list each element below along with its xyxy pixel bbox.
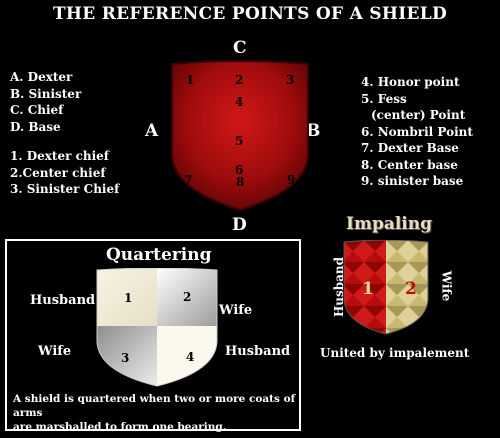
quartering-label-husband-1: Husband: [30, 293, 96, 308]
shield-point-8: 8: [236, 175, 245, 189]
edge-label-chief: C: [233, 38, 247, 58]
quartering-note-line-1: A shield is quartered when two or more c…: [13, 393, 296, 419]
shield-point-7: 7: [184, 173, 193, 187]
legend-item-5: 5. Fess: [361, 91, 407, 106]
legend-item-a: A. Dexter: [10, 70, 73, 84]
quartering-note: A shield is quartered when two or more c…: [13, 392, 299, 434]
shield-point-4: 4: [235, 95, 244, 109]
legend-item-2: 2.Center chief: [10, 165, 106, 180]
edge-label-sinister: B: [306, 121, 321, 141]
edge-label-base: D: [232, 215, 247, 235]
legend-right: 4. Honor point 5. Fess (center) Point 6.…: [361, 74, 473, 190]
page-title: THE REFERENCE POINTS OF A SHIELD: [52, 4, 448, 24]
red-shield: [171, 60, 309, 212]
legend-item-c: C. Chief: [10, 103, 64, 117]
quartering-label-husband-4: Husband: [225, 344, 291, 359]
quarter-number-1: 1: [124, 291, 133, 305]
quartering-panel: [5, 239, 301, 431]
quartered-shield: [96, 268, 218, 387]
legend-item-9: 9. sinister base: [361, 174, 464, 188]
shield-point-3: 3: [286, 73, 295, 87]
legend-item-6: 6. Nombril Point: [361, 124, 473, 139]
impale-number-1: 1: [362, 279, 374, 299]
shield-point-5: 5: [235, 134, 244, 148]
impaling-label-husband: Husband: [332, 256, 347, 318]
impaled-shield: [343, 240, 429, 335]
legend-item-b: B. Sinister: [10, 86, 82, 101]
impaling-label-wife: Wife: [439, 270, 454, 302]
legend-left: A. Dexter B. Sinister C. Chief D. Base 1…: [10, 69, 119, 198]
shield-point-9: 9: [287, 173, 296, 187]
impale-number-2: 2: [405, 279, 417, 299]
quartering-title: Quartering: [106, 245, 212, 265]
shield-point-6: 6: [235, 163, 244, 177]
legend-item-4: 4. Honor point: [361, 75, 460, 89]
quarter-number-2: 2: [183, 290, 192, 304]
quarter-number-3: 3: [121, 351, 130, 365]
quartering-label-wife-3: Wife: [38, 344, 72, 359]
legend-item-8: 8. Center base: [361, 157, 458, 172]
shield-point-1: 1: [186, 73, 195, 87]
legend-item-1: 1. Dexter chief: [10, 149, 109, 163]
quarter-number-4: 4: [186, 350, 195, 364]
quartering-label-wife-2: Wife: [219, 303, 253, 318]
legend-item-3: 3. Sinister Chief: [10, 182, 120, 196]
edge-label-dexter: A: [145, 121, 159, 141]
impaling-title: Impaling: [346, 214, 433, 234]
legend-item-d: D. Base: [10, 119, 61, 134]
quartering-note-line-2: are marshalled to form one bearing.: [13, 421, 227, 433]
shield-point-2: 2: [235, 73, 244, 87]
legend-item-5-sub: (center) Point: [371, 108, 466, 122]
legend-item-7: 7. Dexter Base: [361, 141, 459, 155]
impaling-caption: United by impalement: [320, 346, 470, 360]
